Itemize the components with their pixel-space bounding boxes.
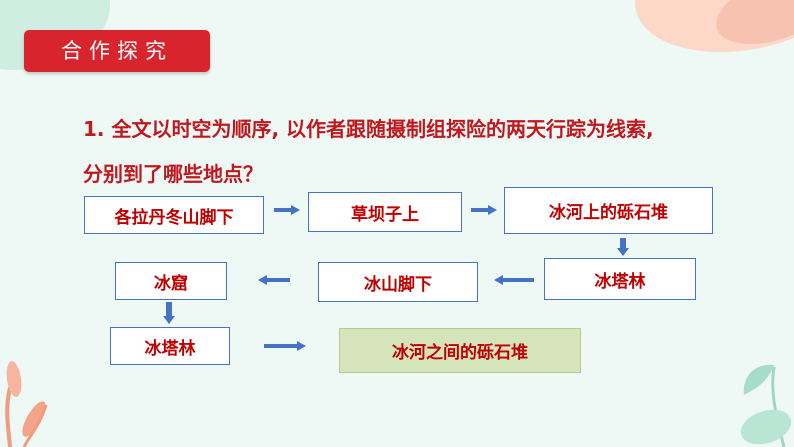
right-arrow-icon: [471, 205, 497, 215]
location-box-ice-cave: 冰窟: [115, 262, 227, 300]
monstera-leaf-icon: [740, 364, 792, 447]
location-box-caobazi: 草坝子上: [308, 192, 462, 232]
left-arrow-icon: [258, 275, 290, 285]
question-line-2: 分别到了哪些地点？: [83, 162, 263, 186]
section-title: 合作探究: [24, 30, 210, 72]
location-box-ice-pagoda-forest: 冰塔林: [544, 258, 696, 300]
question-line-1: 1. 全文以时空为顺序, 以作者跟随摄制组探险的两天行踪为线索,: [83, 117, 654, 141]
down-arrow-icon: [617, 238, 629, 256]
location-box-ice-pagoda-forest-2: 冰塔林: [110, 327, 230, 365]
location-box-gravel-between-glaciers: 冰河之间的砾石堆: [339, 328, 581, 373]
question-text: 1. 全文以时空为顺序, 以作者跟随摄制组探险的两天行踪为线索, 分别到了哪些地…: [83, 107, 783, 197]
plant-decoration-icon: [5, 361, 48, 447]
down-arrow-icon: [163, 302, 175, 324]
left-arrow-icon: [494, 275, 534, 285]
location-box-glacier-gravel: 冰河上的砾石堆: [504, 187, 713, 234]
right-arrow-icon: [274, 205, 300, 215]
location-box-gelandandong-foot: 各拉丹冬山脚下: [84, 196, 264, 234]
right-arrow-icon: [264, 341, 306, 351]
location-box-iceberg-foot: 冰山脚下: [318, 262, 478, 302]
